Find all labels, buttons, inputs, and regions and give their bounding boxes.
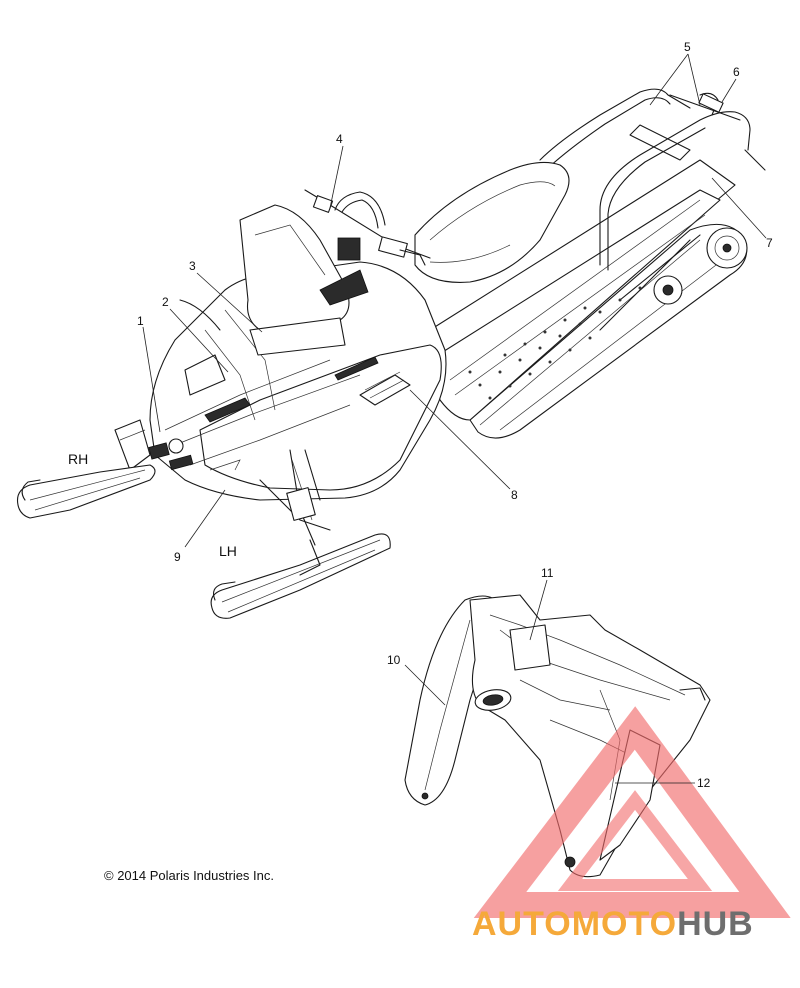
callout-leaders [142, 53, 767, 784]
callout-6: 6 [733, 65, 740, 79]
windshield [239, 204, 369, 356]
callout-8: 8 [511, 488, 518, 502]
ski-right [16, 464, 156, 519]
callout-7: 7 [766, 236, 773, 250]
callout-labels: 1 2 3 4 5 6 7 8 9 10 11 12 [137, 40, 773, 790]
copyright-notice: © 2014 Polaris Industries Inc. [104, 868, 274, 883]
rear-track [469, 223, 748, 439]
hood-body [148, 261, 447, 501]
callout-3: 3 [189, 259, 196, 273]
watermark-triangle-outer [473, 706, 791, 918]
side-panel-illustration [404, 594, 711, 878]
watermark-text-part1: AUTOMOTO [472, 905, 677, 943]
callout-12: 12 [697, 776, 711, 790]
watermark-triangle-inner [557, 790, 713, 891]
snowmobile-illustration [16, 88, 766, 619]
rear-rack [539, 88, 766, 271]
callout-2: 2 [162, 295, 169, 309]
ski-left [210, 533, 391, 619]
callout-9: 9 [174, 550, 181, 564]
label-left-hand: LH [219, 543, 237, 559]
watermark-text: AUTOMOTOHUB [472, 905, 754, 943]
seat [414, 161, 570, 283]
watermark-logo [473, 706, 791, 918]
tunnel [429, 159, 736, 421]
callout-4: 4 [336, 132, 343, 146]
callout-1: 1 [137, 314, 144, 328]
callout-11: 11 [541, 566, 554, 580]
svg-text:AUTOMOTOHUB: AUTOMOTOHUB [472, 905, 754, 943]
callout-5: 5 [684, 40, 691, 54]
callout-10: 10 [387, 653, 401, 667]
label-right-hand: RH [68, 451, 88, 467]
handlebars [304, 189, 431, 266]
front-suspension [114, 419, 331, 546]
watermark-text-part2: HUB [677, 905, 754, 943]
